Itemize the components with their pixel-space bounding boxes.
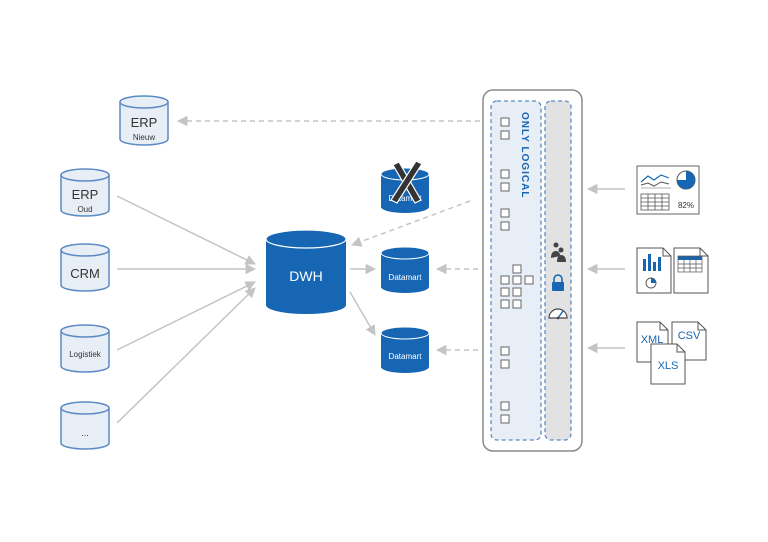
connection-arrows — [116, 115, 625, 424]
speedometer-icon — [548, 308, 568, 320]
lock-icon — [552, 274, 564, 291]
xls-file: XLS — [650, 343, 686, 385]
bar-chart-icon — [643, 254, 661, 271]
logical-layer-panel: ONLY LOGICAL — [482, 89, 583, 452]
erp-old-title: ERP — [72, 187, 99, 202]
file-documents: XML CSV XLS — [636, 321, 707, 385]
crm-database: CRM — [60, 243, 110, 292]
table-document — [673, 247, 709, 294]
arrow-erp-old-to-dwh — [116, 195, 256, 265]
arrow-logical-to-dwh — [351, 200, 471, 247]
erp-new-database: ERP Nieuw — [119, 95, 169, 146]
logistics-database: Logistiek — [60, 324, 110, 373]
arrow-more-to-dwh — [116, 287, 256, 424]
chart-documents — [636, 247, 709, 294]
bar-chart-document — [636, 247, 672, 294]
crm-title: CRM — [70, 266, 100, 281]
logical-layer-label: ONLY LOGICAL — [519, 112, 530, 198]
small-pie-icon — [645, 277, 657, 289]
line-chart-icon — [640, 174, 671, 189]
dwh-database: DWH — [265, 229, 347, 314]
more-sources-database: ... — [60, 401, 110, 450]
datamart-1-label: Datamart — [389, 194, 423, 203]
erp-new-subtitle: Nieuw — [133, 133, 155, 142]
dashboard-report-document: 82% — [636, 165, 700, 215]
datamart-3: Datamart — [380, 326, 430, 373]
user-group-icon — [551, 242, 566, 262]
more-sources-title: ... — [81, 428, 89, 438]
datamart-3-label: Datamart — [389, 352, 423, 361]
arrow-dwh-to-datamart-3 — [349, 291, 376, 336]
datamart-1-crossed: Datamart — [380, 160, 430, 213]
logistics-title: Logistiek — [69, 350, 102, 359]
entity-squares — [500, 117, 534, 424]
security-column — [544, 100, 572, 441]
erp-new-title: ERP — [131, 115, 158, 130]
gauge-value: 82% — [678, 201, 694, 210]
xml-label: XML — [641, 334, 664, 346]
spreadsheet-icon — [677, 255, 703, 273]
erp-old-subtitle: Oud — [77, 205, 92, 214]
csv-label: CSV — [678, 330, 701, 342]
arrow-logistics-to-dwh — [116, 281, 256, 351]
datamart-2: Datamart — [380, 246, 430, 293]
pie-chart-icon — [676, 170, 696, 190]
dwh-label: DWH — [289, 268, 322, 284]
cross-icon — [390, 160, 423, 204]
table-grid-icon — [640, 193, 670, 211]
datamart-2-label: Datamart — [389, 273, 423, 282]
erp-old-database: ERP Oud — [60, 168, 110, 217]
xls-label: XLS — [658, 360, 679, 372]
